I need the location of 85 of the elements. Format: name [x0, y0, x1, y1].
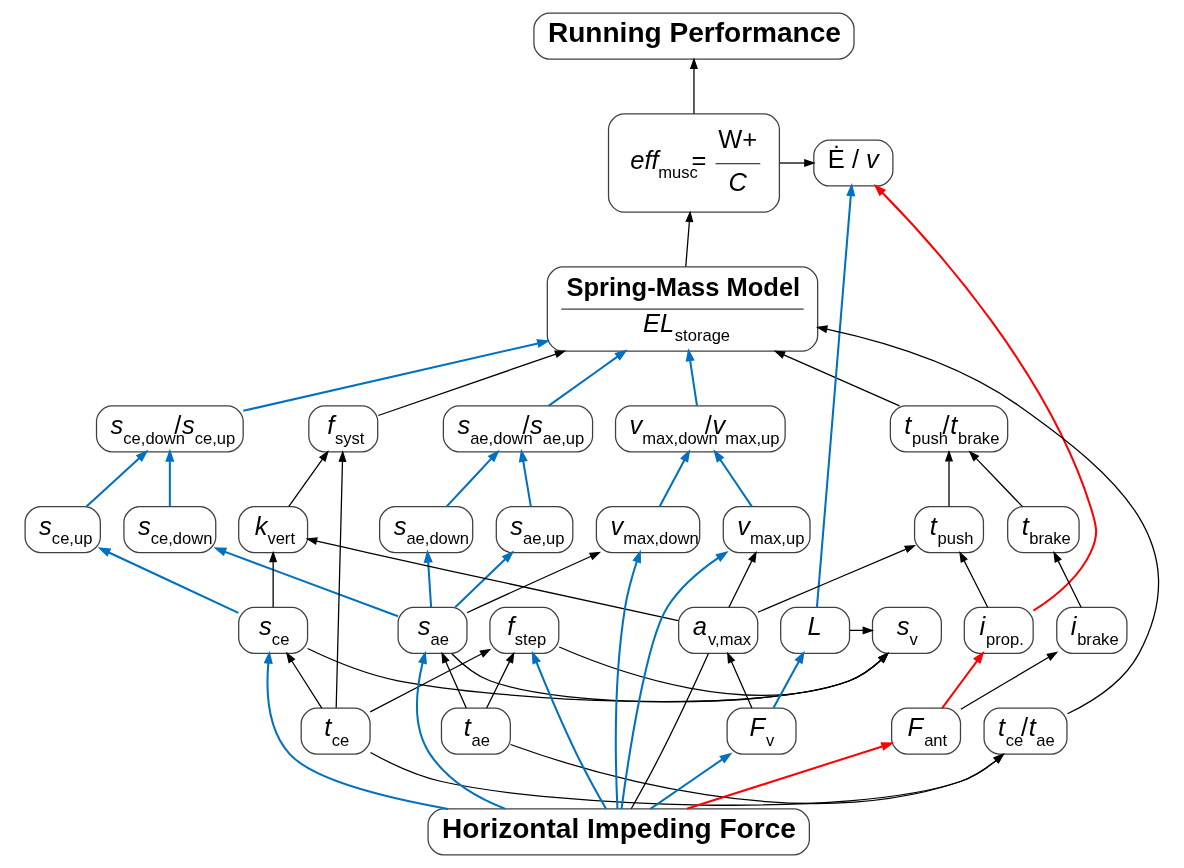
- node-box: v$_{max,down}$/v$_{max,up}$: [614, 405, 786, 453]
- arrow: [288, 450, 329, 508]
- node-box: t$_{ce}$: [300, 707, 371, 755]
- arrow: [486, 651, 515, 709]
- arrow: [689, 57, 698, 115]
- arrow: [441, 651, 467, 709]
- node-box: s$_{ce}$: [238, 606, 309, 654]
- arrow: [454, 550, 515, 609]
- arrow: [547, 349, 628, 407]
- arrow: [305, 537, 679, 622]
- node-box: f$_{syst}$: [308, 405, 379, 453]
- arrow: [728, 550, 757, 608]
- arrow: [658, 449, 691, 508]
- arrow: [263, 650, 449, 810]
- arrow: [1053, 550, 1082, 608]
- arrow: [285, 651, 323, 709]
- arrow: [369, 648, 492, 713]
- arrow: [649, 752, 733, 810]
- arrow: [713, 449, 753, 508]
- node-box: s$_{ce,down}$/s$_{ce,up}$: [95, 405, 244, 453]
- arrow: [445, 449, 500, 508]
- arrow: [531, 650, 607, 810]
- arrow: [686, 742, 895, 810]
- arrow: [944, 449, 954, 508]
- arrow: [779, 159, 816, 168]
- node-box: s$_{v}$: [871, 606, 942, 654]
- node-box: s$_{ae,down}$: [379, 506, 474, 554]
- arrow: [416, 650, 506, 810]
- connector: [630, 652, 710, 810]
- arrow: [85, 449, 149, 508]
- arrow: [518, 448, 532, 507]
- arrow: [558, 646, 890, 696]
- arrow: [269, 550, 278, 608]
- arrow: [968, 450, 1024, 508]
- arrow: [306, 647, 890, 703]
- node-box: s$_{ce,down}$: [123, 506, 217, 554]
- node-box: v$_{max,down}$: [595, 506, 701, 554]
- arrow: [757, 544, 917, 613]
- node-box: F$_{ant}$: [891, 707, 962, 755]
- node-box: i$_{prop.}$: [963, 606, 1034, 654]
- arrow: [773, 350, 901, 407]
- node-box: s$_{ae,up}$: [495, 506, 574, 554]
- node-box: Horizontal Impeding Force: [427, 808, 810, 856]
- node-box: eff$_{musc}$= W+ C: [607, 113, 781, 213]
- arrow: [941, 650, 985, 709]
- node-box: s$_{ce,up}$: [24, 506, 101, 554]
- node-box: t$_{push}$: [913, 506, 985, 554]
- node-box: i$_{brake}$: [1056, 606, 1128, 654]
- arrow: [213, 547, 399, 618]
- arrow: [620, 551, 729, 809]
- arrow: [243, 339, 551, 412]
- node-box: v$_{max,up}$: [722, 506, 811, 554]
- arrow: [959, 550, 989, 608]
- arrow: [685, 210, 694, 268]
- arrow: [685, 348, 698, 406]
- arrow: [335, 450, 347, 709]
- arrow: [97, 547, 239, 614]
- arrow: [815, 183, 856, 608]
- arrow: [772, 650, 805, 709]
- node-box: L: [780, 606, 851, 654]
- arrow: [614, 549, 641, 809]
- arrow: [509, 743, 1005, 804]
- arrow: [369, 751, 1005, 806]
- arrow: [960, 651, 1059, 710]
- node-box: a$_{v,max}$: [678, 606, 759, 654]
- arrow: [377, 350, 567, 417]
- node-box: t$_{ce}$/t$_{ae}$: [983, 707, 1068, 755]
- arrow: [727, 651, 753, 709]
- arrow: [873, 183, 1098, 612]
- node-box: F$_{v}$: [726, 707, 797, 755]
- node-box: f$_{step}$: [489, 606, 560, 654]
- node-box: Running Performance: [533, 12, 855, 60]
- node-box: s$_{ae,down}$/s$_{ae,up}$: [442, 405, 594, 453]
- arrow: [165, 448, 175, 507]
- arrow: [451, 652, 890, 703]
- node-box: Spring-Mass Model EL$_{storage}$: [546, 266, 819, 352]
- arrow: [466, 551, 602, 614]
- node-box: k$_{vert}$: [238, 506, 309, 554]
- node-box: s$_{ae}$: [397, 606, 468, 654]
- node-box: Ė / v: [813, 139, 894, 187]
- arrow: [423, 549, 433, 608]
- node-box: t$_{push}$/t$_{brake}$: [889, 405, 1009, 453]
- arrow: [815, 325, 1160, 715]
- node-box: t$_{brake}$: [1007, 506, 1080, 554]
- node-box: t$_{ae}$: [440, 707, 511, 755]
